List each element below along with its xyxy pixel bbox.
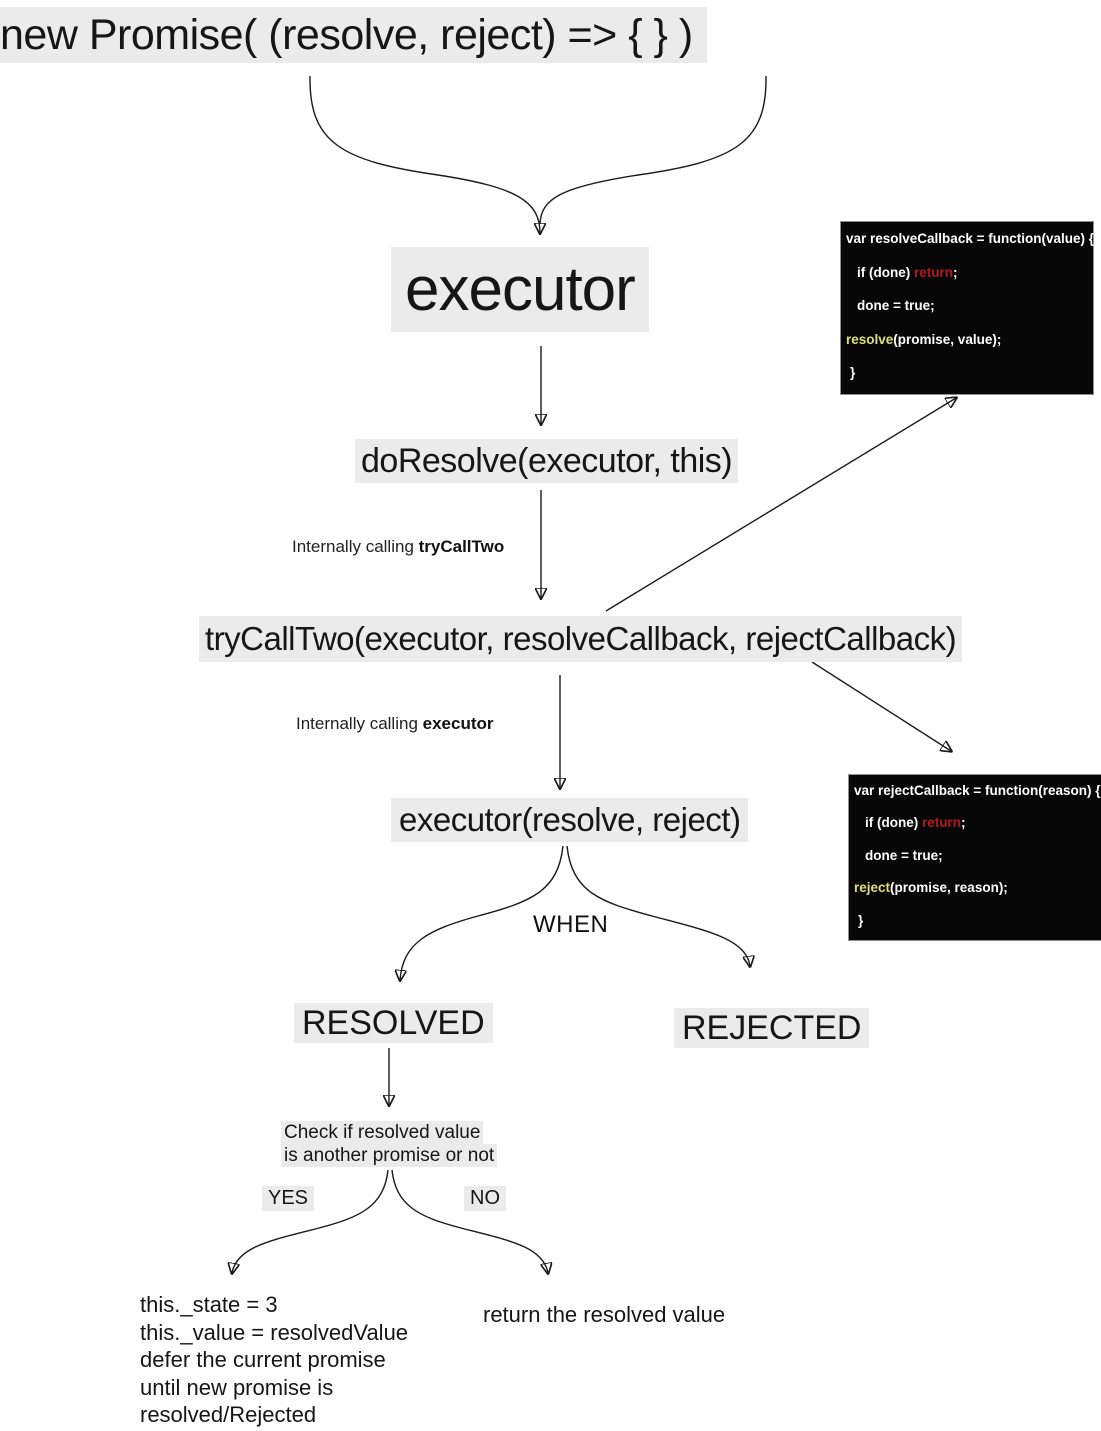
code-function-resolve: resolve	[846, 331, 894, 347]
code-function-reject: reject	[854, 880, 891, 896]
code-line: var rejectCallback = function(reason) {	[854, 783, 1101, 798]
code-line: }	[850, 365, 856, 381]
yes-outcome-line: defer the current promise	[140, 1347, 386, 1373]
internally-calling-executor-prefix: Internally calling	[296, 714, 423, 733]
executor-call-node: executor(resolve, reject)	[391, 798, 749, 842]
code-text: if (done)	[865, 815, 922, 831]
no-outcome-text: return the resolved value	[483, 1302, 726, 1327]
arrow-trycalltwo-to-rejectcallback-box	[811, 661, 951, 751]
internally-calling-executor-bold: executor	[422, 714, 494, 733]
funnel-arrow-right	[539, 75, 767, 225]
executor-node: executor	[391, 247, 649, 332]
code-line: var resolveCallback = function(value) {	[846, 231, 1094, 246]
yes-label: YES	[262, 1186, 315, 1211]
yes-outcome-line: this._state = 3	[140, 1292, 278, 1317]
code-line: done = true;	[865, 847, 943, 863]
trycalltwo-node: tryCallTwo(executor, resolveCallback, re…	[199, 616, 963, 662]
code-text: ;	[953, 264, 958, 280]
yes-outcome-line: resolved/Rejected	[140, 1402, 317, 1428]
internally-calling-trycalltwo-prefix: Internally calling	[292, 537, 419, 556]
internally-calling-executor-label: Internally calling executor	[296, 714, 494, 734]
check-promise-line1: Check if resolved value	[281, 1121, 484, 1144]
code-keyword-return: return	[914, 264, 954, 280]
yes-outcome-line: until new promise is	[140, 1374, 334, 1400]
code-keyword-return: return	[922, 815, 962, 831]
code-text: (promise, reason);	[890, 880, 1008, 896]
funnel-arrow-left	[309, 75, 540, 233]
code-text: ;	[961, 815, 966, 831]
code-line: reject(promise, reason);	[849, 872, 1101, 904]
internally-calling-trycalltwo-bold: tryCallTwo	[418, 537, 505, 556]
yes-outcome-line: this._value = resolvedValue	[140, 1319, 409, 1345]
no-label: NO	[464, 1186, 506, 1211]
yes-outcome-text: this._state = 3 this._value = resolvedVa…	[140, 1291, 408, 1429]
check-promise-line2: is another promise or not	[281, 1144, 498, 1167]
rejected-node: REJECTED	[674, 1008, 870, 1048]
when-label: WHEN	[533, 911, 609, 938]
doresolve-node: doResolve(executor, this)	[355, 439, 739, 483]
arrow-trycalltwo-to-resolvecallback-box	[605, 398, 956, 612]
check-promise-label: Check if resolved value is another promi…	[281, 1121, 498, 1167]
internally-calling-trycalltwo-label: Internally calling tryCallTwo	[292, 537, 504, 557]
code-line: done = true;	[857, 298, 935, 314]
code-line: if (done) return;	[841, 256, 1093, 290]
code-line: if (done) return;	[849, 807, 1101, 839]
resolve-callback-code-box: var resolveCallback = function(value) { …	[840, 221, 1094, 395]
branch-when-rejected	[566, 845, 750, 966]
code-text: (promise, value);	[893, 331, 1002, 347]
resolved-node: RESOLVED	[294, 1003, 493, 1043]
new-promise-node: new Promise( (resolve, reject) => { } )	[0, 7, 707, 63]
reject-callback-code-box: var rejectCallback = function(reason) { …	[848, 774, 1101, 941]
code-line: resolve(promise, value);	[841, 323, 1093, 357]
code-line: }	[858, 912, 864, 928]
code-text: if (done)	[857, 264, 914, 280]
